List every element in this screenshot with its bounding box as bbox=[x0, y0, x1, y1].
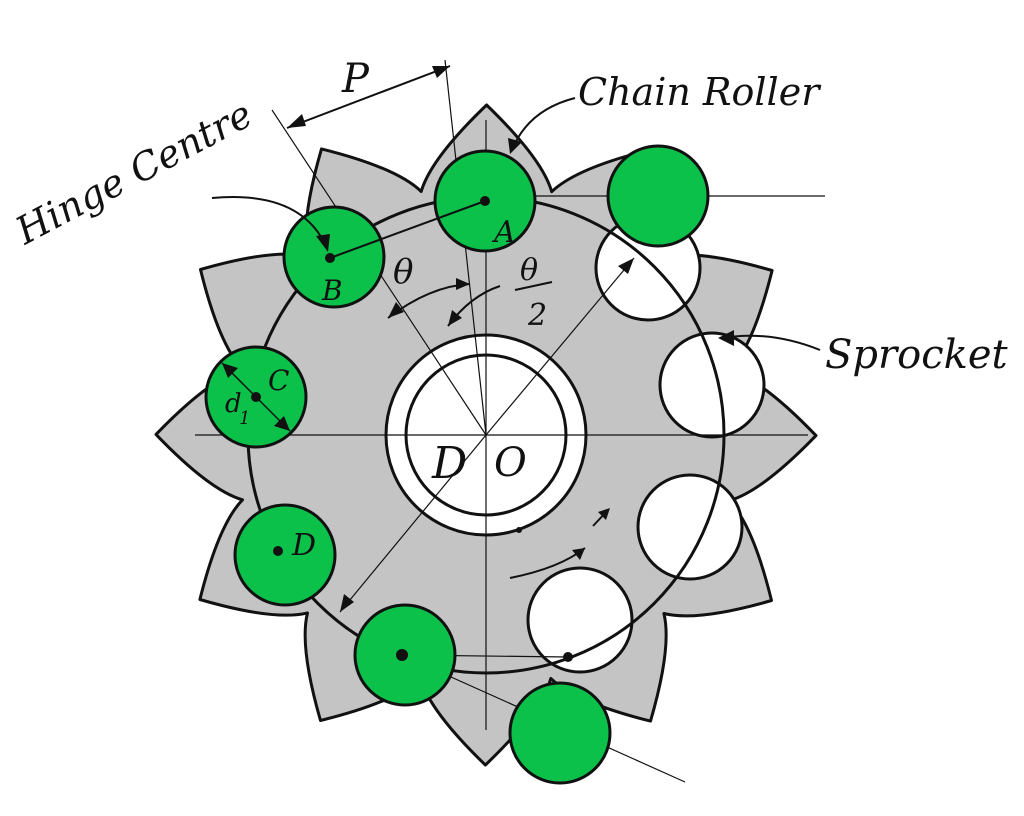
chain-link-a-b bbox=[329, 200, 486, 259]
hinge-label-c: C bbox=[268, 364, 289, 397]
pitch-arrow-right bbox=[432, 66, 450, 78]
rotation-arrow-1-head bbox=[572, 548, 585, 560]
roller-diameter-label: d bbox=[225, 389, 242, 419]
hinge-dot-f bbox=[563, 652, 573, 662]
empty-seat-4 bbox=[526, 566, 634, 674]
hinge-dot-g bbox=[516, 527, 522, 533]
hinge-dot-b bbox=[325, 253, 335, 263]
hinge-label-a: A bbox=[491, 215, 516, 250]
chain-roller-bottom bbox=[508, 681, 612, 785]
hinge-dot-c bbox=[251, 392, 261, 402]
bore-label-d: D bbox=[431, 438, 467, 489]
empty-seat-2 bbox=[658, 331, 766, 439]
half-theta-arrow bbox=[448, 310, 462, 326]
theta-arrow-right bbox=[456, 278, 470, 290]
hinge-centre-callout-arrow bbox=[316, 234, 330, 252]
sprocket-label: Sprocket bbox=[825, 332, 1009, 378]
hinge-centre-callout-line bbox=[211, 196, 327, 247]
half-theta-bar bbox=[514, 281, 553, 291]
arrow-head-lower-left bbox=[340, 594, 354, 612]
roller-diameter-arrow-2 bbox=[274, 416, 290, 431]
pitch-arrow-left bbox=[287, 114, 306, 128]
chain-roller-d bbox=[233, 503, 337, 607]
rotation-arrow-2-head bbox=[598, 508, 610, 520]
half-theta-num: θ bbox=[520, 253, 538, 288]
hinge-label-d: D bbox=[291, 528, 316, 563]
sprocket-callout-arrow bbox=[718, 330, 734, 346]
theta-arrow-left bbox=[388, 302, 404, 318]
chain-roller-free bbox=[606, 144, 710, 248]
pitch-dim-line bbox=[286, 65, 451, 129]
radial-line-upper-right bbox=[485, 257, 635, 436]
chain-roller-label: Chain Roller bbox=[578, 70, 822, 114]
hinge-centre-label: Hinge Centre bbox=[8, 92, 260, 254]
roller-diameter-arrow-1 bbox=[222, 363, 238, 378]
hinge-dot-d bbox=[273, 546, 283, 556]
radial-line-lower-left bbox=[339, 434, 487, 613]
empty-seat-3 bbox=[636, 473, 744, 581]
arrow-head-upper-right bbox=[618, 258, 634, 274]
hinge-dot-e bbox=[396, 649, 408, 661]
hinge-dot-a bbox=[480, 196, 490, 206]
pitch-label: P bbox=[341, 56, 370, 102]
theta-label: θ bbox=[393, 252, 413, 292]
chain-roller-callout-arrow bbox=[508, 138, 522, 154]
half-theta-den: 2 bbox=[527, 298, 547, 333]
roller-diameter-subscript: 1 bbox=[239, 408, 250, 429]
hinge-label-b: B bbox=[321, 274, 343, 307]
bore-label-o: O bbox=[494, 440, 527, 486]
